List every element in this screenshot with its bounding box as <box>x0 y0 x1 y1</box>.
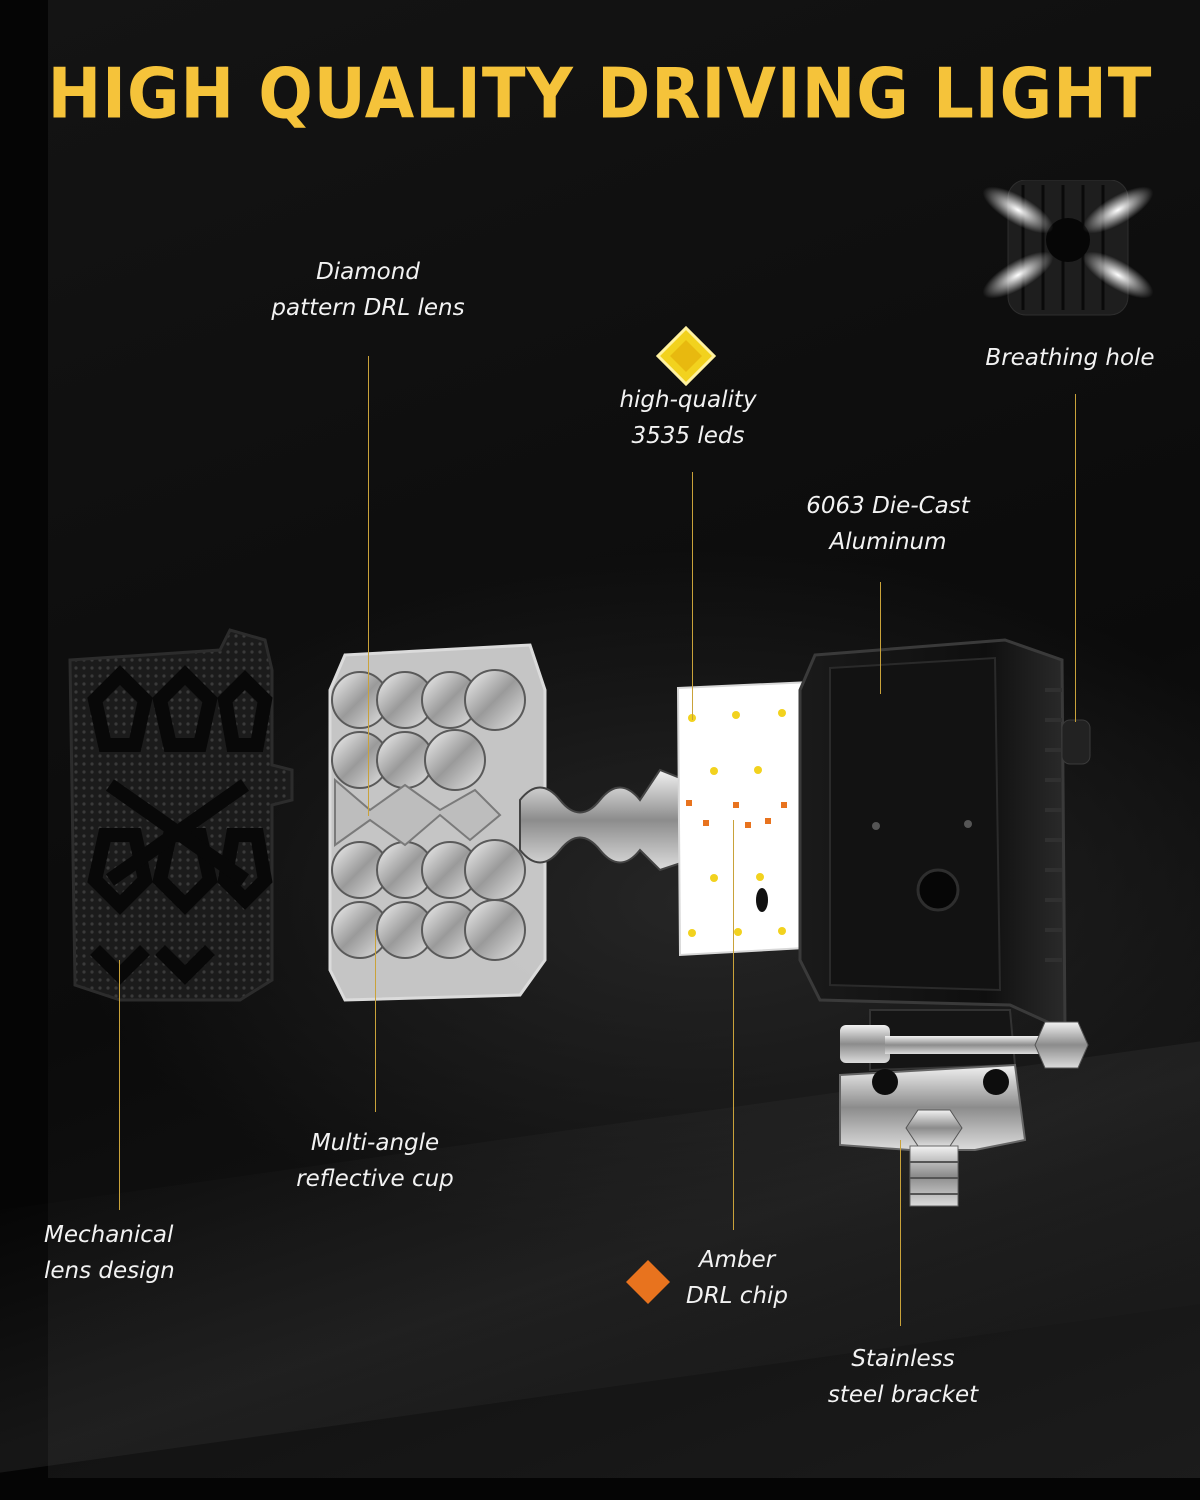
leader-die-cast <box>880 582 881 694</box>
amber-chip-icon <box>626 1260 670 1304</box>
callout-amber-chip: Amber DRL chip <box>685 1247 789 1309</box>
callout-reflective-cup: Multi-angle reflective cup <box>296 1130 454 1192</box>
leader-breathing-hole <box>1075 394 1076 722</box>
leader-diamond-lens <box>368 356 369 816</box>
leader-reflective-cup <box>375 930 376 1112</box>
left-border <box>0 0 48 1500</box>
callout-breathing-hole: Breathing hole <box>985 345 1155 371</box>
leader-mechanical-lens <box>119 960 120 1210</box>
page-title: HIGH QUALITY DRIVING LIGHT <box>47 55 1153 135</box>
callout-die-cast: 6063 Die-Cast Aluminum <box>806 493 970 555</box>
callout-bracket: Stainless steel bracket <box>827 1346 979 1408</box>
led-chip-icon <box>656 326 716 386</box>
leader-bracket <box>900 1140 901 1326</box>
steel-bracket <box>839 1009 1089 1207</box>
leader-leds <box>692 472 693 720</box>
callout-diamond-lens: Diamond pattern DRL lens <box>271 259 465 321</box>
leader-amber-chip <box>733 820 734 1230</box>
reflector-lens <box>328 643 547 1002</box>
breathing-hole-icon <box>982 180 1154 316</box>
mechanical-grille <box>68 628 294 1002</box>
callout-leds: high-quality 3535 leds <box>619 387 757 449</box>
bottom-border <box>0 1478 1200 1500</box>
die-cast-housing <box>798 638 1091 1033</box>
callout-mechanical-lens: Mechanical lens design <box>44 1222 175 1284</box>
